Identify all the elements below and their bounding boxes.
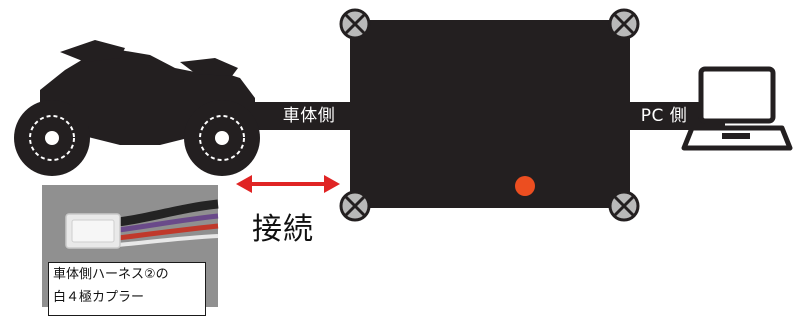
pc-side-label: PC 側 xyxy=(632,102,696,130)
motorcycle-wheel-detail xyxy=(29,115,245,161)
motorcycle-icon xyxy=(14,40,260,176)
status-led xyxy=(515,176,535,196)
screw-icon xyxy=(339,190,371,222)
caption-line-1: 車体側ハーネス②の xyxy=(53,267,169,282)
connection-label: 接続 xyxy=(252,212,314,247)
screw-icon xyxy=(339,8,371,40)
screw-icon xyxy=(608,190,640,222)
caption-line-2: 白４極カプラー xyxy=(53,290,145,305)
screw-icon xyxy=(608,8,640,40)
vehicle-side-label: 車体側 xyxy=(272,102,346,130)
device-body xyxy=(350,20,630,208)
connection-arrow xyxy=(236,175,340,193)
laptop-icon xyxy=(681,66,793,151)
connector-caption: 車体側ハーネス②の 白４極カプラー xyxy=(48,262,206,316)
